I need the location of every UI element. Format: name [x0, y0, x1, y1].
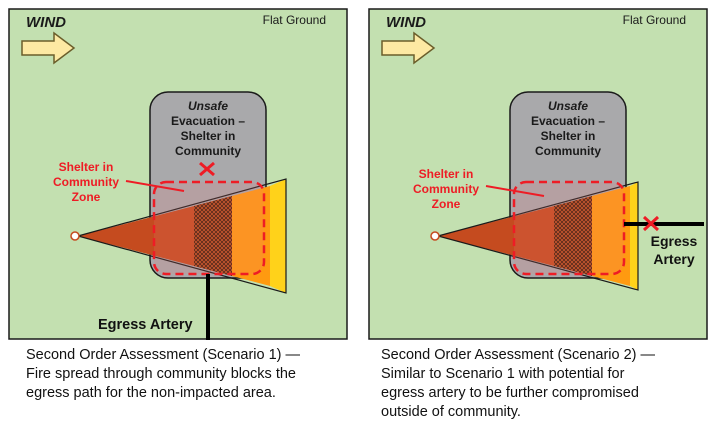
- shelter-zone-boundary: [512, 180, 626, 276]
- zone-label-line2: Community: [53, 175, 119, 189]
- scenario-1-diagram: WIND Flat Ground Unsafe Evacuation – She…: [8, 8, 348, 340]
- caption-line4: outside of community.: [381, 404, 521, 420]
- egress-artery-label: Egress Artery: [98, 317, 193, 333]
- community-label-line3: Shelter in: [181, 129, 236, 143]
- zone-leader-line: [485, 185, 545, 197]
- scenario-2-panel: WIND Flat Ground Unsafe Evacuation – She…: [368, 8, 708, 340]
- community-label-line1: Unsafe: [548, 99, 588, 113]
- flat-ground-label: Flat Ground: [263, 13, 326, 27]
- wind-label: WIND: [26, 14, 66, 31]
- scenario-2-caption: Second Order Assessment (Scenario 2) — S…: [381, 346, 711, 422]
- ignition-point: [70, 231, 80, 241]
- community-label-line2: Evacuation –: [531, 114, 605, 128]
- community-label-line4: Community: [535, 144, 601, 158]
- zone-leader-line: [125, 180, 185, 192]
- egress-artery-label-line2: Artery: [653, 251, 694, 267]
- caption-line2: Similar to Scenario 1 with potential for: [381, 366, 625, 382]
- zone-label-line3: Zone: [432, 197, 461, 211]
- caption-line1: Second Order Assessment (Scenario 1) —: [26, 347, 301, 363]
- scenario-1-caption: Second Order Assessment (Scenario 1) — F…: [26, 346, 356, 403]
- wind-arrow-icon: [381, 31, 436, 65]
- flat-ground-label: Flat Ground: [623, 13, 686, 27]
- scenario-2-diagram: WIND Flat Ground Unsafe Evacuation – She…: [368, 8, 708, 340]
- community-label-line3: Shelter in: [541, 129, 596, 143]
- blocked-x-icon: [642, 215, 660, 232]
- caption-line2: Fire spread through community blocks the: [26, 366, 296, 382]
- fire-spread-wedge: [435, 181, 639, 291]
- shelter-zone-boundary: [152, 180, 266, 276]
- caption-line3: egress path for the non-impacted area.: [26, 385, 276, 401]
- egress-artery-label-line1: Egress: [651, 233, 698, 249]
- ignition-point: [430, 231, 440, 241]
- blocked-x-icon: [199, 161, 215, 177]
- zone-label-line3: Zone: [72, 190, 101, 204]
- fire-spread-wedge: [75, 178, 287, 294]
- caption-line3: egress artery to be further compromised: [381, 385, 639, 401]
- zone-label-line2: Community: [413, 182, 479, 196]
- zone-label-line1: Shelter in: [59, 160, 114, 174]
- community-label-line1: Unsafe: [188, 99, 228, 113]
- caption-line1: Second Order Assessment (Scenario 2) —: [381, 347, 656, 363]
- wind-arrow-icon: [21, 31, 76, 65]
- scenario-1-panel: WIND Flat Ground Unsafe Evacuation – She…: [8, 8, 348, 340]
- community-label-line4: Community: [175, 144, 241, 158]
- zone-label-line1: Shelter in: [419, 167, 474, 181]
- community-label-line2: Evacuation –: [171, 114, 245, 128]
- wind-label: WIND: [386, 14, 426, 31]
